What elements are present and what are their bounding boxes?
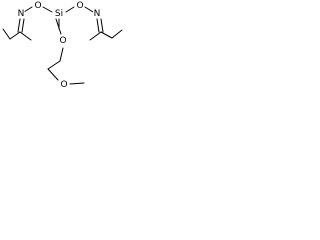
bond-c-n-left-double-a	[17, 18, 21, 33]
bond-o-lower-ch2	[59, 47, 64, 62]
atom-label-layer: N O Si O N O O	[16, 1, 102, 90]
bond-right-c-methyl	[89, 31, 102, 41]
atom-mask-o-lower	[58, 36, 68, 46]
chemical-structure: N O Si O N O O	[2, 1, 123, 90]
bond-left-ethyl-ch3	[2, 28, 11, 40]
bond-left-c-ethyl	[9, 31, 21, 40]
bond-c-n-right-double-b	[100, 18, 104, 33]
bond-c-n-right-double-a	[96, 18, 100, 33]
atom-mask-o-right	[75, 1, 85, 11]
atom-o-left: O	[34, 1, 41, 11]
atom-si: Si	[55, 9, 63, 19]
bond-ch2-ch2	[47, 60, 61, 70]
bond-left-c-methyl	[19, 31, 32, 41]
bond-ch2-o-methoxy	[47, 68, 59, 81]
atom-o-lower: O	[59, 36, 66, 46]
atom-n-left: N	[18, 9, 25, 19]
atom-mask-n-right	[92, 9, 102, 19]
atom-n-right: N	[94, 9, 101, 19]
bond-si-o-lower	[55, 18, 62, 35]
bond-n-left-o-left	[23, 6, 33, 13]
atom-o-methoxy: O	[60, 80, 67, 90]
atom-o-right: O	[76, 1, 83, 11]
atom-mask-o-left	[33, 1, 43, 11]
bond-o-methoxy-ch3	[69, 82, 85, 85]
bond-right-ethyl-ch3	[111, 29, 123, 39]
atom-mask-n-left	[16, 9, 26, 19]
bond-si-o-right	[65, 6, 75, 13]
atom-mask-o-methoxy	[59, 80, 69, 90]
bond-c-n-left-double-b	[21, 18, 25, 33]
bond-o-right-n-right	[84, 6, 94, 13]
bond-layer	[2, 6, 123, 85]
bond-o-left-si	[42, 6, 53, 13]
bond-right-c-ethyl	[100, 31, 113, 39]
